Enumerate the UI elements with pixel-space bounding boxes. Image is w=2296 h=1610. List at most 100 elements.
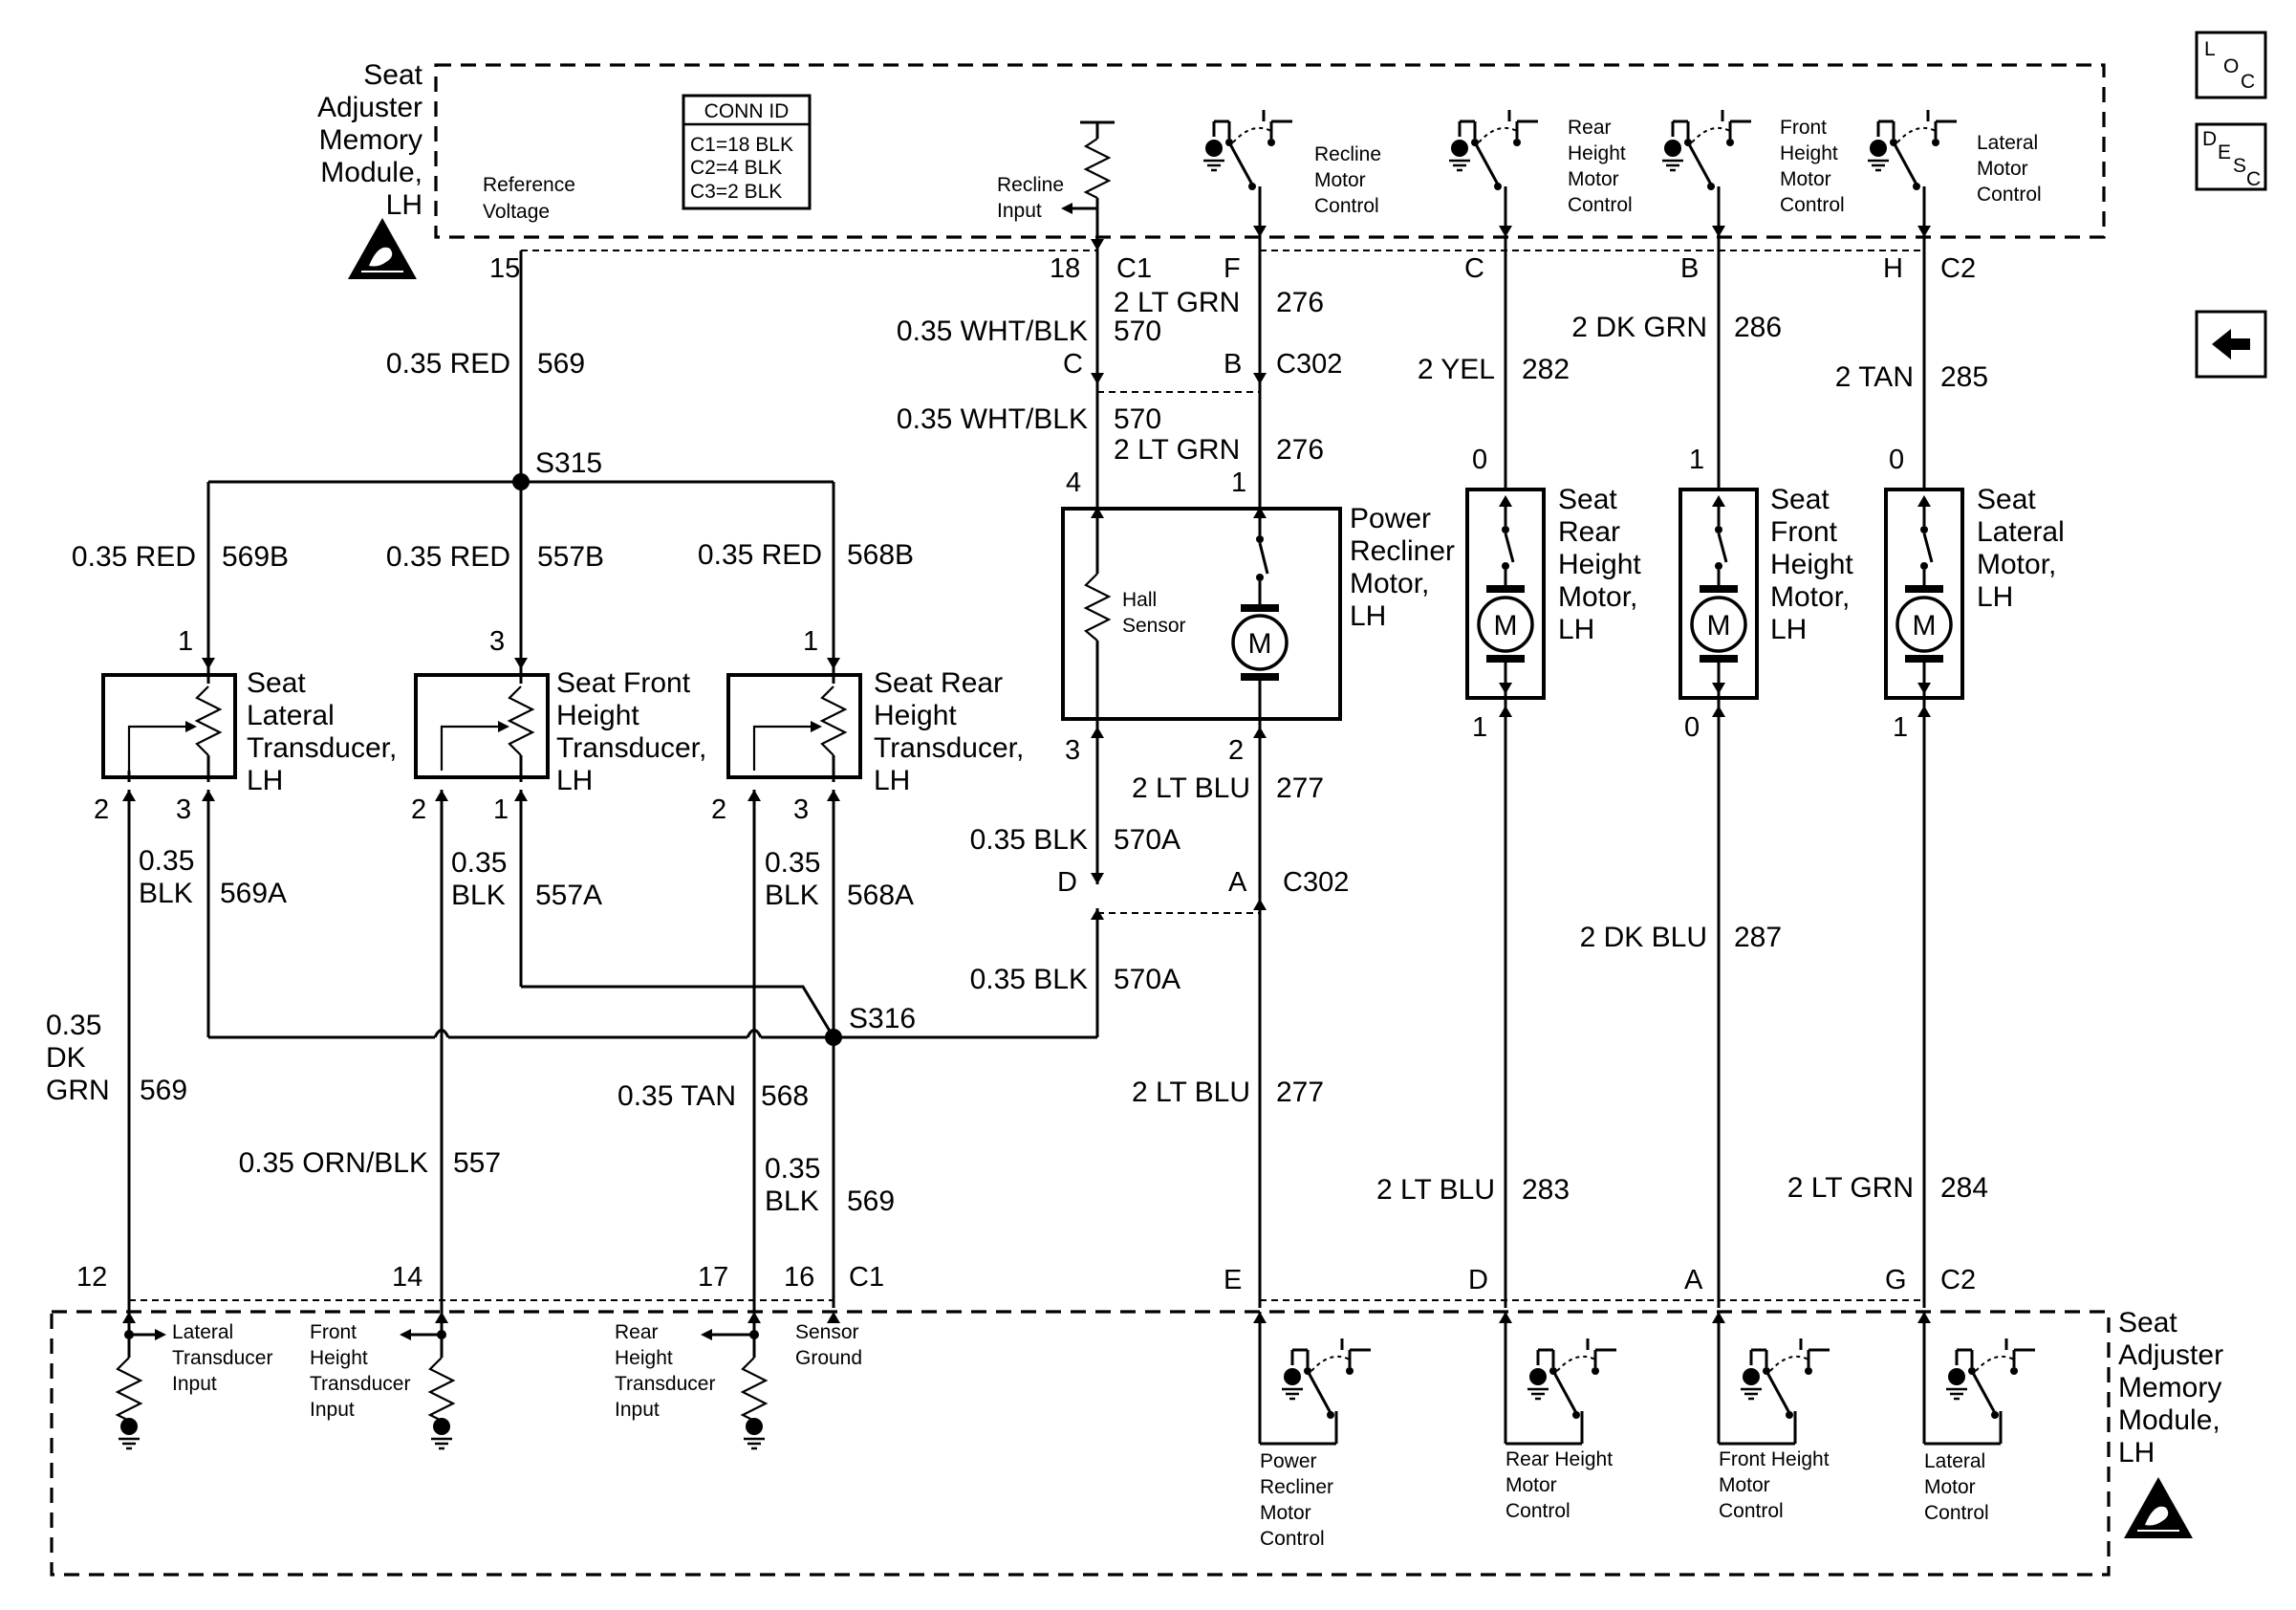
svg-text:D: D — [2202, 128, 2217, 150]
location-icon[interactable]: L O C — [2195, 31, 2267, 99]
svg-text:282: 282 — [1522, 354, 1570, 385]
svg-text:0.35 ORN/BLK: 0.35 ORN/BLK — [239, 1147, 428, 1179]
front-height-motor-control-switch-bottom: Front Height Motor Control — [1712, 1312, 1831, 1522]
svg-text:C302: C302 — [1276, 349, 1342, 380]
recline-input-circuit: Recline Input — [997, 120, 1115, 222]
svg-text:2 LT GRN: 2 LT GRN — [1114, 434, 1240, 466]
svg-text:Motor: Motor — [1314, 169, 1366, 191]
svg-text:1: 1 — [1472, 712, 1487, 743]
power-recliner-motor: Hall Sensor M Power Recliner Motor, LH — [1061, 503, 1455, 721]
sensor-ground: Sensor Ground — [795, 1312, 862, 1369]
esd-warning-icon — [2124, 1477, 2193, 1538]
svg-text:1: 1 — [1893, 712, 1908, 743]
svg-text:Seat: Seat — [1770, 484, 1830, 515]
rear-height-motor-control-switch-bottom: Rear Height Motor Control — [1499, 1312, 1618, 1522]
svg-text:Transducer: Transducer — [310, 1373, 410, 1395]
svg-text:BLK: BLK — [451, 880, 506, 911]
svg-text:Rear: Rear — [615, 1321, 659, 1343]
front-height-motor-control-label: Front Height Motor Control — [1780, 117, 1845, 216]
svg-text:Motor: Motor — [1260, 1502, 1311, 1524]
svg-text:286: 286 — [1734, 312, 1782, 343]
svg-text:B: B — [1224, 349, 1242, 380]
svg-text:Power: Power — [1350, 503, 1431, 534]
svg-text:Lateral: Lateral — [1977, 516, 2065, 548]
svg-text:570A: 570A — [1114, 964, 1180, 995]
svg-text:LH: LH — [2118, 1437, 2155, 1469]
svg-text:Ground: Ground — [795, 1347, 862, 1369]
svg-text:Control: Control — [1314, 195, 1379, 217]
svg-text:0.35 RED: 0.35 RED — [386, 348, 510, 380]
svg-text:Control: Control — [1260, 1528, 1325, 1550]
svg-text:0.35: 0.35 — [46, 1010, 101, 1041]
svg-text:14: 14 — [392, 1262, 422, 1293]
description-icon[interactable]: D E S C — [2195, 122, 2267, 191]
svg-text:Memory: Memory — [2118, 1372, 2221, 1403]
svg-text:Front: Front — [1770, 516, 1838, 548]
svg-text:Motor: Motor — [1505, 1474, 1557, 1496]
svg-text:Motor,: Motor, — [1350, 568, 1429, 599]
svg-text:276: 276 — [1276, 287, 1324, 318]
esd-warning-icon — [348, 218, 417, 279]
svg-text:2 DK GRN: 2 DK GRN — [1571, 312, 1707, 343]
svg-text:DK: DK — [46, 1042, 86, 1074]
power-recliner-motor-control-switch: Power Recliner Motor Control — [1253, 1312, 1373, 1550]
svg-text:LH: LH — [1977, 581, 2013, 613]
svg-text:GRN: GRN — [46, 1075, 110, 1106]
svg-text:Voltage: Voltage — [483, 201, 550, 223]
svg-text:1: 1 — [1231, 468, 1246, 498]
svg-text:Front Height: Front Height — [1719, 1448, 1830, 1470]
seat-rear-height-motor: M Seat Rear Height Motor, LH — [1465, 484, 1641, 700]
svg-text:LH: LH — [386, 189, 422, 221]
svg-text:Adjuster: Adjuster — [2118, 1339, 2223, 1371]
svg-text:17: 17 — [698, 1262, 728, 1293]
svg-text:Input: Input — [310, 1399, 355, 1421]
svg-text:0: 0 — [1684, 712, 1700, 743]
svg-text:0.35 WHT/BLK: 0.35 WHT/BLK — [897, 403, 1088, 435]
svg-text:S316: S316 — [849, 1003, 916, 1034]
svg-text:Input: Input — [172, 1373, 217, 1395]
svg-text:S315: S315 — [535, 447, 602, 479]
svg-text:Motor: Motor — [1780, 168, 1831, 190]
svg-text:284: 284 — [1940, 1172, 1988, 1204]
svg-text:L: L — [2204, 38, 2216, 60]
svg-text:LH: LH — [874, 765, 910, 796]
svg-text:Height: Height — [1770, 549, 1853, 580]
svg-text:Transducer,: Transducer, — [556, 732, 706, 764]
svg-text:568B: 568B — [847, 539, 914, 571]
svg-text:Motor: Motor — [1924, 1476, 1976, 1498]
svg-text:LH: LH — [1350, 600, 1386, 632]
svg-text:16: 16 — [784, 1262, 814, 1293]
svg-text:Adjuster: Adjuster — [317, 92, 422, 123]
svg-text:C302: C302 — [1283, 867, 1349, 898]
svg-text:2 TAN: 2 TAN — [1835, 361, 1914, 393]
svg-text:Recliner: Recliner — [1350, 535, 1455, 567]
svg-text:570: 570 — [1114, 315, 1161, 347]
back-arrow-icon[interactable] — [2195, 310, 2267, 379]
svg-text:570A: 570A — [1114, 824, 1180, 856]
svg-text:Reference: Reference — [483, 174, 575, 196]
svg-text:Control: Control — [1780, 194, 1845, 216]
svg-text:Control: Control — [1568, 194, 1633, 216]
svg-text:0: 0 — [1889, 445, 1904, 475]
module-bottom-boundary — [50, 1310, 2111, 1577]
svg-text:M: M — [1707, 610, 1731, 642]
svg-text:Motor: Motor — [1568, 168, 1619, 190]
svg-text:Sensor: Sensor — [1122, 615, 1186, 637]
svg-text:568A: 568A — [847, 880, 914, 911]
svg-text:0.35 RED: 0.35 RED — [72, 541, 196, 573]
svg-text:285: 285 — [1940, 361, 1988, 393]
svg-text:O: O — [2223, 55, 2239, 77]
svg-text:569: 569 — [537, 348, 585, 380]
svg-text:Front: Front — [310, 1321, 357, 1343]
svg-text:0.35: 0.35 — [765, 847, 820, 879]
svg-text:BLK: BLK — [765, 1186, 819, 1217]
svg-text:Control: Control — [1719, 1500, 1784, 1522]
svg-text:2 LT BLU: 2 LT BLU — [1376, 1174, 1495, 1206]
seat-front-height-transducer: 3 Seat Front Height Transducer, LH — [414, 626, 706, 796]
svg-text:1: 1 — [178, 626, 193, 657]
svg-text:1: 1 — [803, 626, 818, 657]
svg-text:C: C — [1063, 349, 1083, 380]
svg-text:557: 557 — [453, 1147, 501, 1179]
svg-text:Front: Front — [1780, 117, 1827, 139]
svg-text:LH: LH — [556, 765, 593, 796]
